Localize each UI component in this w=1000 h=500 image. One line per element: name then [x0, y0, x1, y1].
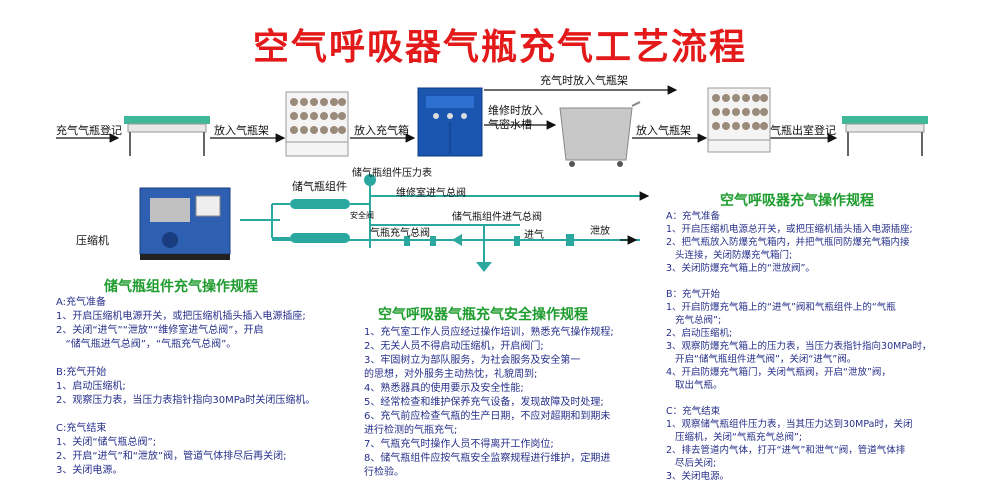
- label-inlet: 进气: [524, 230, 544, 241]
- valves: [404, 234, 574, 272]
- label-safety: 安全阀: [350, 211, 374, 220]
- compressor-icon: [139, 187, 231, 260]
- label-rack: 放入气瓶架: [214, 124, 269, 137]
- flow-arrows: [56, 85, 838, 143]
- label-rack2: 放入气瓶架: [636, 124, 691, 137]
- page-title: 空气呼吸器气瓶充气工艺流程: [252, 27, 747, 68]
- charging-box-icon: [417, 87, 483, 157]
- storage-proc-text: A:充气准备 1、开启压缩机电源开关，或把压缩机插头插入电源插座; 2、关闭“进…: [56, 297, 316, 476]
- label-group: 储气瓶组件: [292, 180, 347, 193]
- water-tank-icon: [559, 101, 641, 167]
- safety-proc-text: 1、充气室工作人员应经过操作培训，熟悉充气操作规程; 2、无关人员不得启动压缩机…: [364, 327, 614, 478]
- label-water: 维修时放入气密水槽: [488, 104, 543, 131]
- label-out: 气瓶出室登记: [770, 124, 836, 137]
- label-register: 充气气瓶登记: [56, 124, 122, 137]
- pressure-gauge-icon: [364, 174, 376, 186]
- table-icon-1: [124, 116, 210, 156]
- label-drain: 泄放: [590, 226, 610, 237]
- breath-proc-title: 空气呼吸器充气操作规程: [720, 193, 874, 209]
- label-group-inlet: 储气瓶组件进气总阀: [452, 212, 542, 223]
- label-box: 放入充气箱: [354, 124, 409, 137]
- safety-proc-title: 空气呼吸器气瓶充气安全操作规程: [378, 307, 588, 323]
- label-top: 充气时放入气瓶架: [540, 74, 628, 87]
- label-gauge: 储气瓶组件压力表: [352, 168, 432, 179]
- storage-cylinders: [290, 174, 376, 243]
- label-repair-main: 维修室进气总阀: [396, 188, 466, 199]
- rack-icon-2: [707, 87, 771, 153]
- breath-proc-text: A：充气准备 1、开启压缩机电源总开关，或把压缩机插头插入电源插座; 2、把气瓶…: [666, 211, 932, 482]
- table-icon-2: [842, 116, 928, 156]
- storage-proc-title: 储气瓶组件充气操作规程: [104, 279, 258, 295]
- rack-icon-1: [285, 91, 349, 157]
- label-fill-main: 气瓶充气总阀: [370, 228, 430, 239]
- label-compressor: 压缩机: [76, 234, 109, 247]
